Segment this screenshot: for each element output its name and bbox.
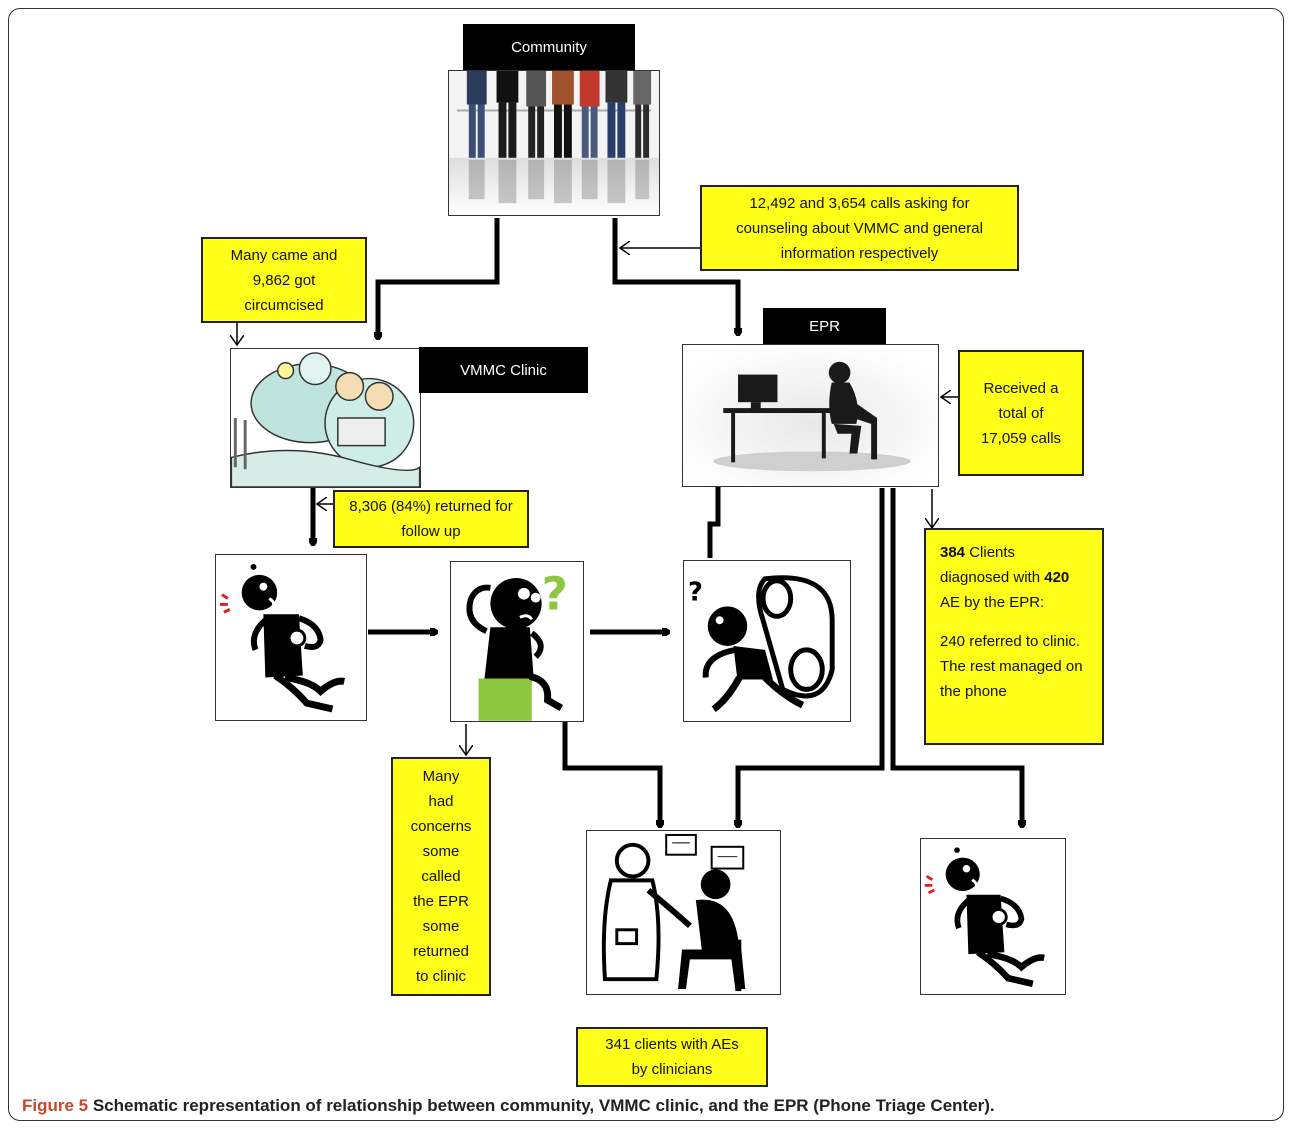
concerns-line-4: some <box>422 843 460 860</box>
pain-man-image <box>215 554 367 721</box>
thinking-man-image: ? <box>450 561 584 722</box>
calls-note: 12,492 and 3,654 calls asking for counse… <box>700 185 1019 271</box>
svg-text:?: ? <box>542 567 568 620</box>
clinicians-note: 341 clients with AEs by clinicians <box>576 1027 768 1087</box>
diagnosed-detail: 240 referred to clinic. The rest managed… <box>940 633 1083 700</box>
concerns-note: Many had concerns some called the EPR so… <box>391 757 491 996</box>
circumcised-note-line-3: circumcised <box>244 296 324 314</box>
diagnosed-ae-count: 420 <box>1044 569 1070 586</box>
epr-label: EPR <box>763 308 886 345</box>
calls-note-line-2: counseling about VMMC and general <box>736 219 983 237</box>
phone-call-man-image: ? <box>683 560 851 722</box>
followup-note-line-2: follow up <box>401 523 461 540</box>
epr-image <box>682 344 939 487</box>
diagnosed-note: 384 Clients diagnosed with 420 AE by the… <box>924 528 1104 745</box>
arrow-epr-to-doctor <box>738 488 885 826</box>
community-label: Community <box>463 24 635 70</box>
diagnosed-clients-count: 384 <box>940 544 966 561</box>
received-note: Received a total of 17,059 calls <box>958 350 1084 476</box>
arrow-community-to-clinic <box>378 218 500 338</box>
diagnosed-ae-text: AE by the EPR: <box>940 594 1045 611</box>
received-note-line-2: total of <box>998 404 1044 422</box>
circumcised-note-line-1: Many came and <box>230 246 338 264</box>
figure-caption-text: Schematic representation of relationship… <box>88 1096 995 1115</box>
vmmc-clinic-label: VMMC Clinic <box>419 347 588 393</box>
followup-note-line-1: 8,306 (84%) returned for <box>349 498 513 515</box>
calls-note-line-3: information respectively <box>780 244 939 262</box>
circumcised-note-line-2: 9,862 got <box>252 271 316 289</box>
concerns-line-6: the EPR <box>413 893 469 910</box>
concerns-line-2: had <box>428 793 454 810</box>
received-note-line-3: 17,059 calls <box>980 429 1062 447</box>
community-photo <box>448 70 660 216</box>
figure-number: Figure 5 <box>22 1096 89 1115</box>
clinicians-line-2: by clinicians <box>631 1061 713 1078</box>
followup-note: 8,306 (84%) returned for follow up <box>333 490 529 548</box>
diagnosed-clients-text: Clients diagnosed with <box>940 544 1045 586</box>
concerns-line-1: Many <box>422 768 460 785</box>
calls-note-line-1: 12,492 and 3,654 calls asking for <box>749 194 970 212</box>
doctor-exam-image <box>586 830 781 995</box>
arrow-calling-to-epr <box>707 476 718 558</box>
clinic-image <box>230 348 421 488</box>
received-note-line-1: Received a <box>983 379 1059 397</box>
figure-caption: Figure 5 Schematic representation of rel… <box>22 1096 995 1116</box>
circumcised-note: Many came and 9,862 got circumcised <box>201 237 367 323</box>
concerns-line-5: called <box>421 868 461 885</box>
clinicians-line-1: 341 clients with AEs <box>605 1036 739 1053</box>
concerns-line-7: some <box>422 918 460 935</box>
concerns-line-8: returned <box>413 943 469 960</box>
svg-text:?: ? <box>688 578 703 608</box>
arrow-community-to-epr <box>612 218 738 334</box>
diagnosed-summary: 384 Clients diagnosed with 420 AE by the… <box>940 540 1088 615</box>
arrow-epr-to-home <box>890 488 1022 826</box>
figure-frame <box>8 8 1284 1121</box>
concerns-line-3: concerns <box>410 818 472 835</box>
concerns-line-9: to clinic <box>415 968 467 985</box>
pain-man-home-image <box>920 838 1066 995</box>
arrow-thinking-to-doctor <box>562 722 660 826</box>
